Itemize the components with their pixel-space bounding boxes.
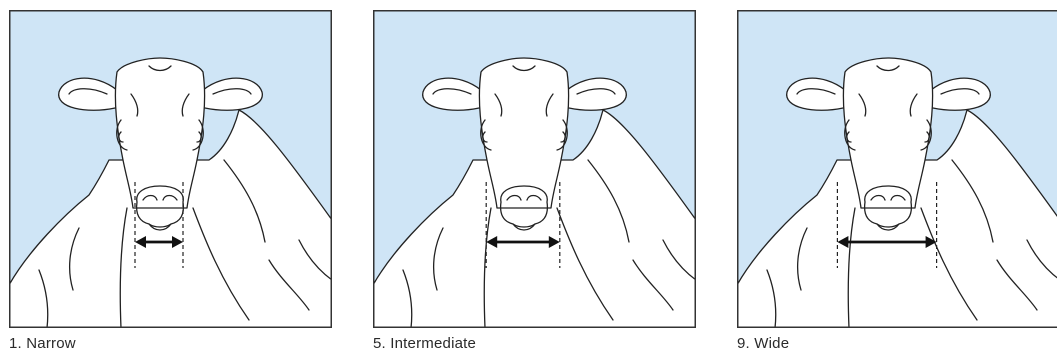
panel-intermediate <box>373 10 696 328</box>
caption-intermediate: 5. Intermediate <box>373 335 476 352</box>
cow-illustration-intermediate <box>373 10 696 328</box>
caption-narrow: 1. Narrow <box>9 335 76 352</box>
panel-wide <box>737 10 1057 328</box>
panel-narrow <box>9 10 332 328</box>
cow-illustration-narrow <box>9 10 332 328</box>
caption-wide: 9. Wide <box>737 335 789 352</box>
cow-illustration-wide <box>737 10 1057 328</box>
